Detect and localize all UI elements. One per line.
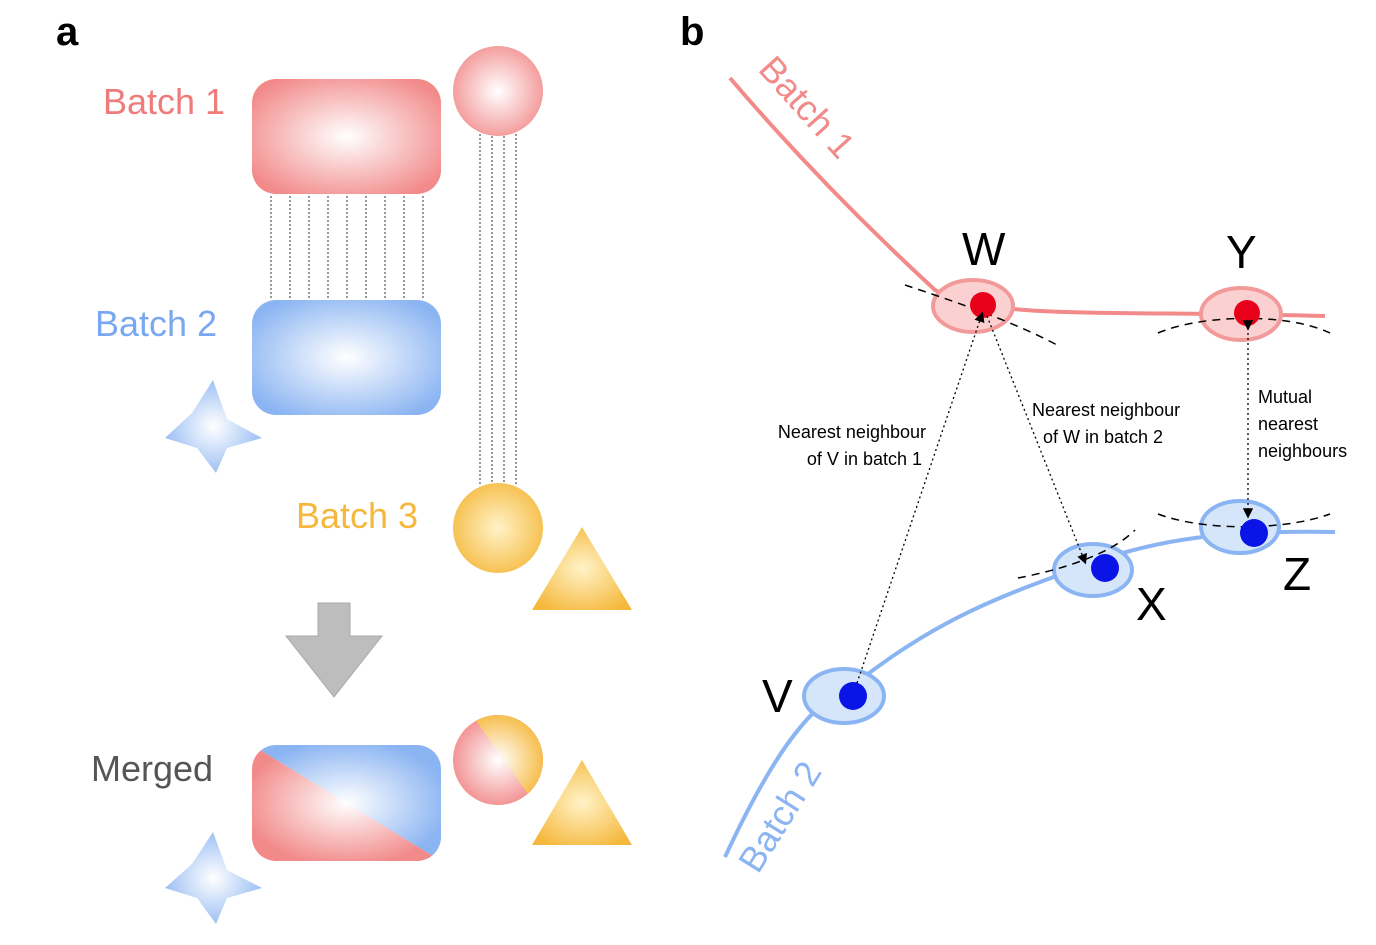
batch2-label: Batch 2 (95, 303, 217, 344)
point-v-dot (839, 682, 867, 710)
annot-mnn-line2: nearest (1258, 414, 1318, 434)
point-z-boundary (1157, 513, 1331, 528)
batch3-circle (453, 483, 543, 573)
point-x-label: X (1136, 578, 1167, 630)
batch1-curve-label: Batch 1 (751, 48, 863, 166)
point-w-label: W (962, 223, 1006, 275)
merged-star (165, 832, 262, 924)
merged-rectangle (252, 745, 441, 861)
batch1-batch2-connectors (270, 196, 424, 300)
panel-a-letter: a (56, 10, 79, 54)
annot-nn-w-line2: of W in batch 2 (1043, 427, 1163, 447)
point-w-boundary (904, 284, 1058, 346)
batch1-circle (453, 46, 543, 136)
point-v-label: V (762, 670, 793, 722)
point-z-dot (1240, 519, 1268, 547)
point-y-dot (1234, 300, 1260, 326)
annot-nn-w-line1: Nearest neighbour (1032, 400, 1180, 420)
merged-triangle (532, 760, 632, 845)
point-x-dot (1091, 554, 1119, 582)
annot-nn-v-line1: Nearest neighbour (778, 422, 926, 442)
annot-mnn-line3: neighbours (1258, 441, 1347, 461)
merged-circle (453, 715, 543, 805)
batch3-label: Batch 3 (296, 495, 418, 536)
batch3-triangle (532, 527, 632, 610)
batch2-rectangle (252, 300, 441, 415)
batch2-curve (723, 529, 1336, 858)
merged-label: Merged (91, 748, 213, 789)
point-z-region (1199, 499, 1281, 555)
merge-arrow (284, 602, 384, 698)
batch1-curve (728, 76, 1326, 318)
point-w-dot (970, 292, 996, 318)
panel-b-letter: b (680, 10, 704, 54)
batch1-label: Batch 1 (103, 81, 225, 122)
point-y-label: Y (1226, 226, 1257, 278)
batch2-star (165, 380, 262, 473)
batch1-batch3-connectors (479, 134, 517, 486)
point-x-boundary (1017, 529, 1136, 579)
arrow-w-to-x (986, 315, 1087, 565)
annot-mnn-line1: Mutual (1258, 387, 1312, 407)
annot-nn-v-line2: of V in batch 1 (807, 449, 922, 469)
batch1-rectangle (252, 79, 441, 194)
point-z-label: Z (1283, 548, 1311, 600)
arrow-v-to-w (856, 311, 985, 684)
